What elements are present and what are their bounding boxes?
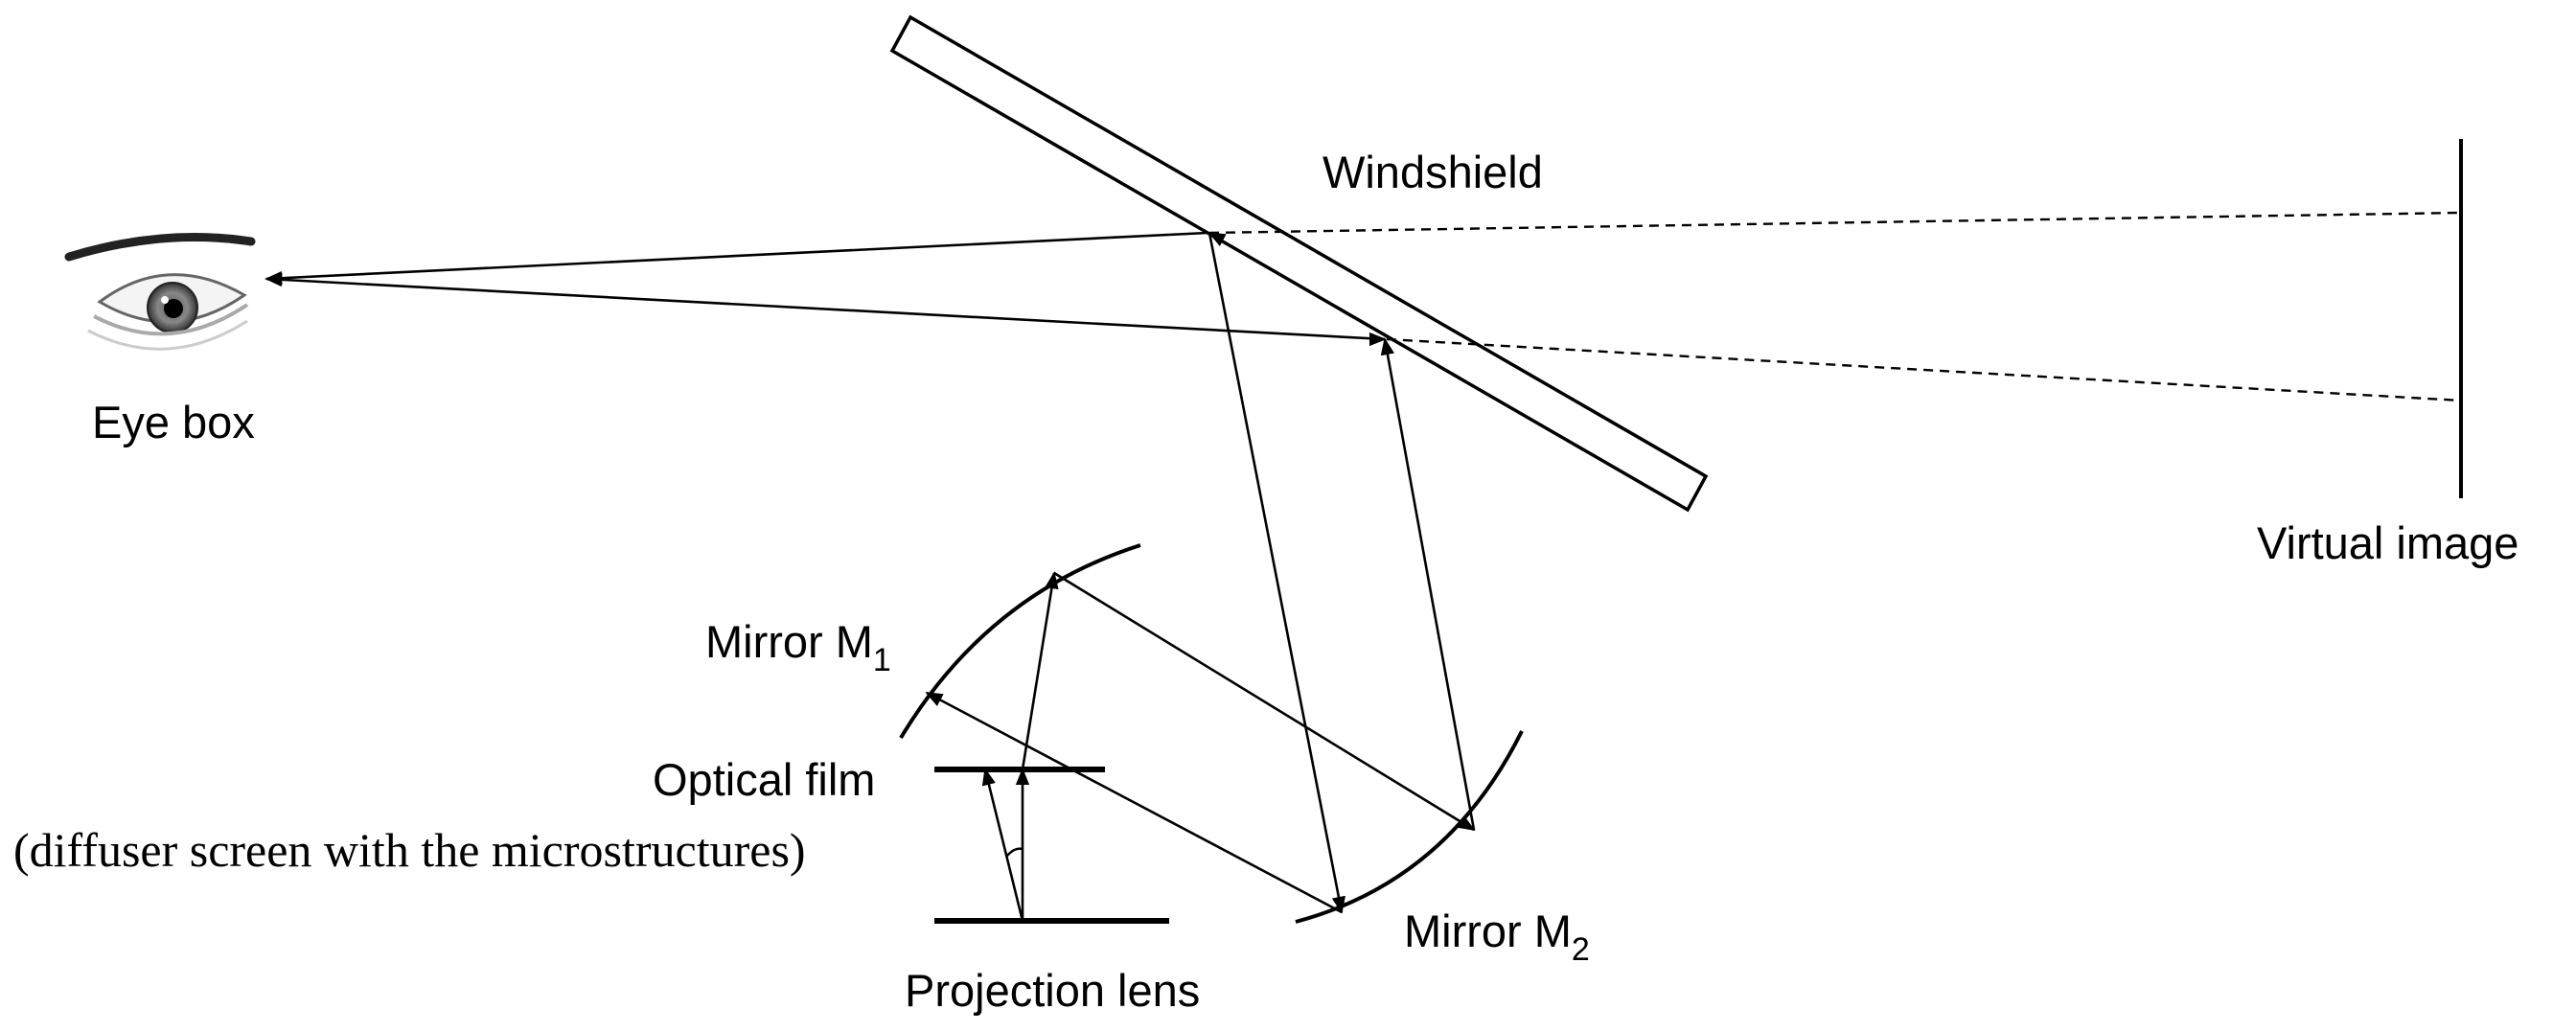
ray-windshield-upper-to-m2-lower — [1208, 232, 1346, 914]
virtual-ray-upper — [1208, 211, 2462, 235]
ray-upper-to-eye — [264, 231, 1208, 286]
windshield-plate — [889, 14, 1709, 513]
ray-arrow-windshield-upper — [1208, 231, 1227, 247]
ray-m1-to-m2-upper — [1053, 571, 1476, 832]
ray-film-to-m1-upper — [1021, 571, 1059, 770]
eye-box-label: Eye box — [92, 397, 255, 447]
optical-film-detail-label: (diffuser screen with the microstructure… — [13, 823, 806, 877]
ray-lower-to-eye — [264, 272, 1386, 341]
mirror-m1-label: Mirror M1 — [705, 616, 891, 678]
virtual-image-label: Virtual image — [2257, 517, 2518, 568]
optical-film-label: Optical film — [653, 754, 875, 805]
mirror-m2-label-subscript: 2 — [1572, 931, 1590, 968]
mirror-m2-label-prefix: Mirror M — [1404, 906, 1572, 956]
projection-lens-label: Projection lens — [905, 965, 1200, 1016]
mirror-m1-label-subscript: 1 — [873, 642, 891, 678]
mirror-m2 — [1295, 730, 1524, 924]
eye-icon — [64, 233, 256, 351]
divergence-angle-arc — [1006, 847, 1024, 857]
virtual-ray-lower — [1386, 337, 2462, 402]
ray-m2-to-windshield-lower — [1380, 337, 1476, 831]
mirror-m2-label: Mirror M2 — [1404, 906, 1590, 968]
ray-m2-to-m1-lower — [925, 691, 1343, 914]
windshield-label: Windshield — [1322, 147, 1543, 197]
ray-lens-to-film-angled — [981, 768, 1024, 922]
mirror-m1 — [899, 543, 1141, 740]
mirror-m1-label-prefix: Mirror M — [705, 616, 873, 667]
